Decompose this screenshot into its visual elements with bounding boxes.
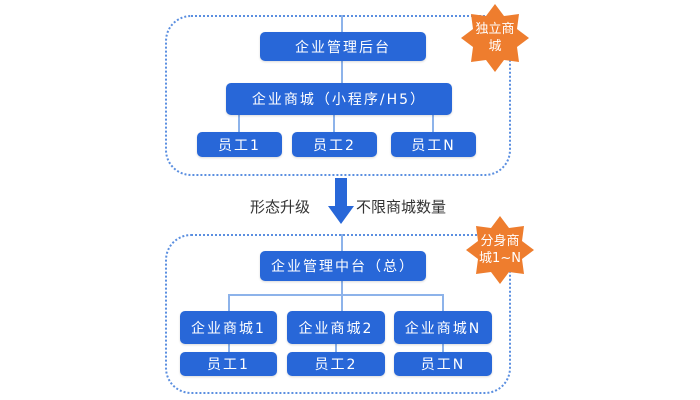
connector: [228, 294, 230, 312]
admin-center-box: 企业管理中台（总）: [260, 251, 426, 281]
branch-malls-badge: 分身商城1~N: [464, 214, 536, 286]
bottom-container-frame: [165, 234, 511, 394]
employee-box: 员工2: [292, 132, 377, 157]
admin-backend-box: 企业管理后台: [260, 32, 426, 61]
employee-box: 员工1: [197, 132, 282, 157]
top-container-frame: [165, 15, 511, 176]
connector: [228, 294, 444, 296]
independent-mall-badge: 独立商城: [459, 2, 531, 74]
connector: [333, 114, 335, 133]
connector: [442, 343, 444, 353]
connector: [432, 114, 434, 133]
mall-box: 企业商城2: [287, 311, 385, 344]
connector: [341, 60, 343, 84]
connector: [335, 343, 337, 353]
unlimited-malls-label: 不限商城数量: [356, 198, 447, 216]
employee-box: 员工N: [391, 132, 476, 157]
connector: [228, 343, 230, 353]
connector: [238, 114, 240, 133]
star-badge-icon: [466, 216, 534, 284]
connector: [341, 15, 343, 33]
employee-box: 员工N: [394, 352, 492, 376]
connector: [341, 234, 343, 251]
mall-box: 企业商城1: [180, 311, 277, 344]
star-badge-icon: [461, 4, 529, 72]
mall-box: 企业商城N: [394, 311, 492, 344]
badge-label: 分身商城1~N: [479, 234, 521, 266]
employee-box: 员工1: [180, 352, 277, 376]
down-arrow-icon: [328, 178, 354, 224]
connector: [442, 294, 444, 312]
connector: [341, 280, 343, 312]
upgrade-label: 形态升级: [250, 198, 311, 216]
badge-label: 独立商城: [475, 22, 515, 54]
employee-box: 员工2: [287, 352, 385, 376]
mall-box: 企业商城（小程序/H5）: [226, 83, 452, 115]
